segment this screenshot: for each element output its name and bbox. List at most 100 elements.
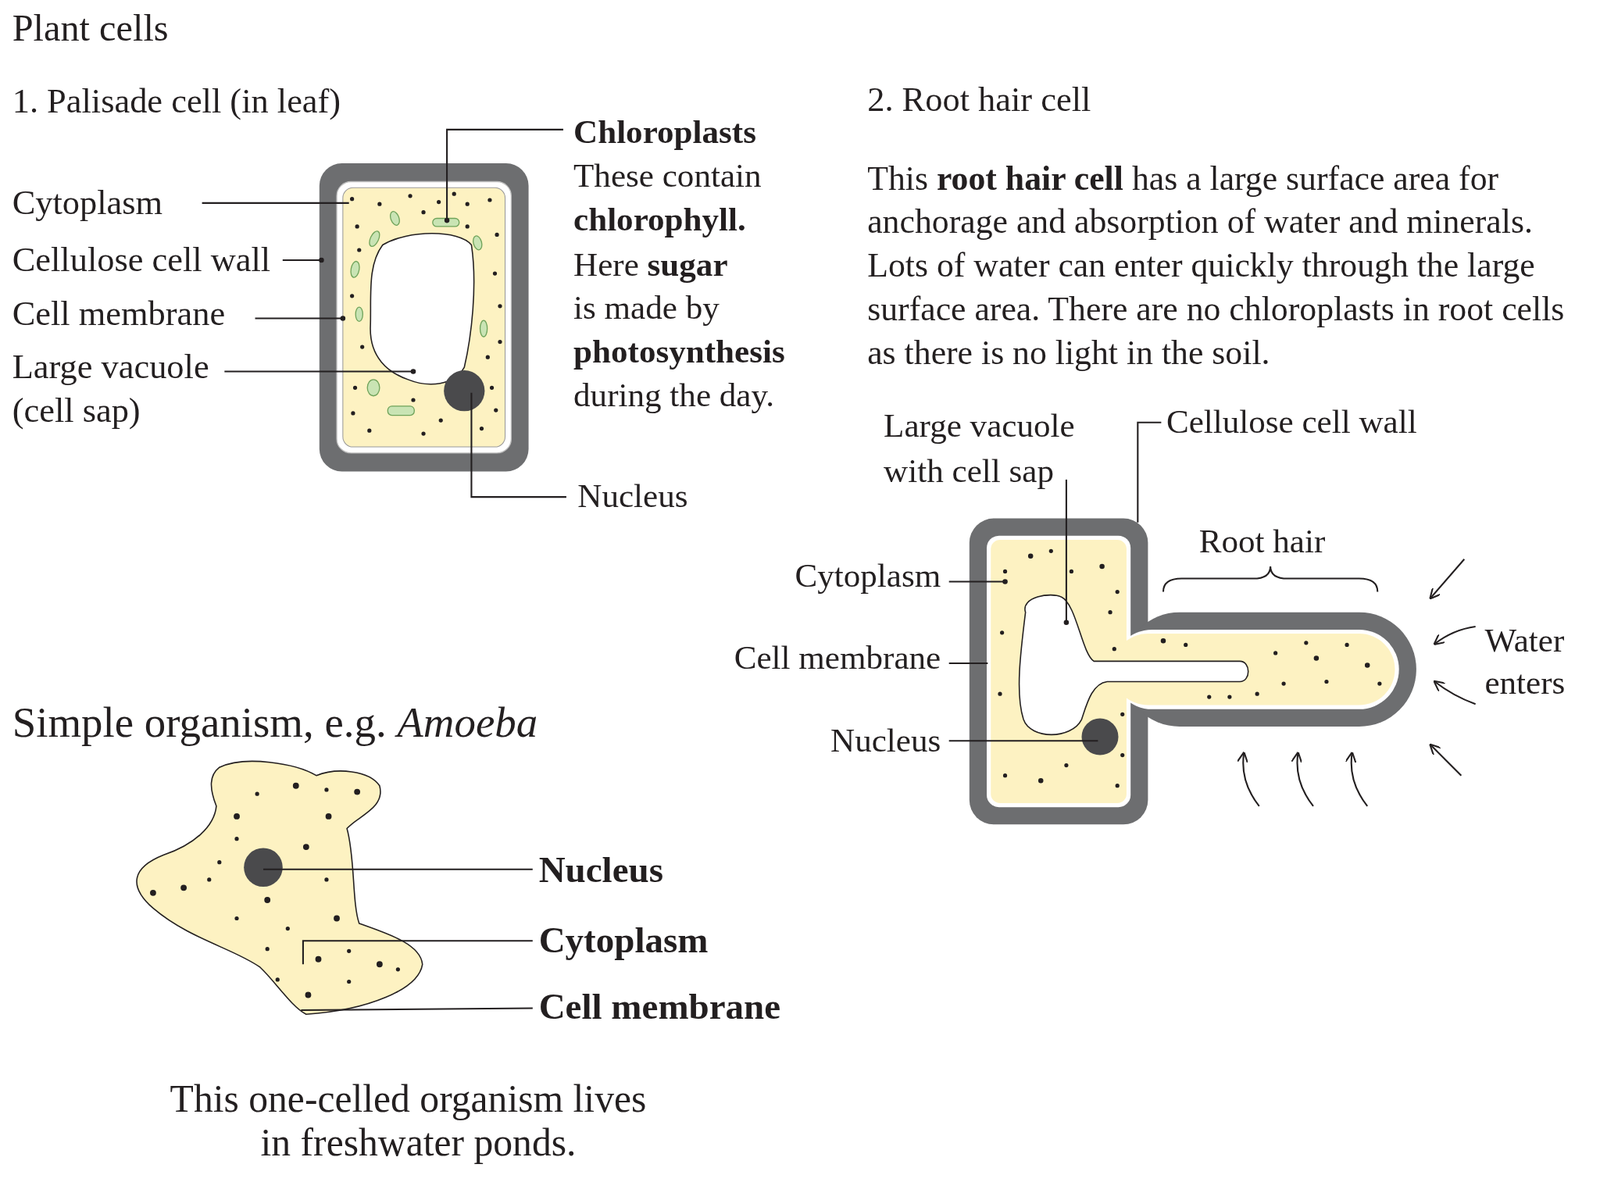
text-label: Nucleus [539,849,664,890]
leader-dots [1002,578,1069,625]
water-arrows [1242,559,1475,807]
leader-dot [410,368,417,375]
text-line: Cellulose cell wall [1166,402,1418,443]
text-label: This [867,159,929,197]
text-line: with cell sap [883,451,1054,493]
text-label: surface area. There are no chloroplasts … [867,289,1565,328]
text-label: during the day. [573,376,775,414]
chloroplast [471,235,484,251]
chloroplast [480,320,488,337]
text-line: chlorophyll. [573,200,747,241]
chloroplast [388,210,401,227]
leader-line [255,317,343,319]
chloroplast [367,379,380,397]
leader-line [224,370,414,372]
text-line: Plant cells [12,6,169,52]
text-line: These contain [573,156,762,197]
text-label: chlorophyll. [573,201,747,239]
text-label: Simple organism, e.g. [12,698,387,746]
chloroplast [367,229,382,248]
leader-line [446,129,564,221]
text-line: Simple organism, e.g. Amoeba [12,696,538,749]
water-arrow [1296,753,1314,807]
page-title: Plant cells [12,7,169,50]
text-line: Cellulose cell wall [12,239,272,281]
chloroplast [387,406,415,416]
text-label: Nucleus [830,721,941,759]
text-line: Cell membrane [539,985,781,1029]
nucleus [1081,718,1118,756]
text-label: Cell membrane [734,639,942,676]
text-line: as there is no light in the soil. [867,332,1270,374]
leader-line [1137,422,1161,523]
text-label: Cytoplasm [794,557,941,594]
text-line: photosynthesis [573,332,786,373]
chloroplasts [350,210,488,415]
text-label: is made by [573,289,720,326]
leader-dot [1002,578,1008,585]
text-label: Root hair [1199,522,1326,560]
text-line: Chloroplasts [573,112,757,154]
leader-line [303,940,533,965]
cytoplasm-granules [350,192,503,436]
text-line: Large vacuole [12,346,210,389]
text-label: Large vacuole [883,407,1075,444]
leader-line [263,868,533,871]
text-label: as there is no light in the soil. [867,333,1270,372]
leader-line [300,1007,533,1011]
amoeba-body [136,760,423,1015]
text-label: Cell membrane [12,294,226,333]
text-label: Cytoplasm [12,183,163,222]
text-line: This root hair cell has a large surface … [867,157,1499,199]
text-line: during the day. [573,375,775,417]
chloroplast [350,260,361,279]
text-line: Nucleus [577,476,688,518]
leader-dot [318,257,325,264]
text-label: Nucleus [577,478,688,515]
text-label: with cell sap [883,452,1054,490]
text-line: Water [1484,620,1565,661]
text-label: Cytoplasm [539,919,709,961]
leader-dot [340,315,347,322]
leader-lines [202,129,567,497]
text-line: Here sugar [573,245,729,286]
text-label: Large vacuole [12,347,210,386]
text-label: Cellulose cell wall [1166,403,1418,440]
text-label: anchorage and absorption of water and mi… [867,201,1533,240]
cytoplasm-granules [150,782,400,999]
text-label: Chloroplasts [573,113,757,150]
text-line: This one-celled organism lives [0,1075,919,1123]
text-line: Cytoplasm [539,918,709,963]
text-label: Here [573,246,640,283]
cell-wall [319,163,529,472]
text-line: Lots of water can enter quickly through … [867,244,1536,286]
water-arrow [1242,753,1260,807]
water-arrow [1434,681,1475,704]
cytoplasm-granules [997,549,1382,789]
text-label: sugar [647,246,729,283]
leader-line [949,662,989,665]
text-line: Large vacuole [883,406,1075,447]
leader-lines [263,869,533,1011]
leader-dot [444,217,450,224]
text-line: in freshwater ponds. [0,1119,929,1167]
text-label: (cell sap) [12,391,141,429]
leader-dots [318,217,450,375]
text-label: photosynthesis [573,332,786,370]
water-arrow [1430,744,1461,775]
text-line: is made by [573,288,720,329]
leader-dot [1064,619,1070,625]
leader-line [202,202,350,204]
cytoplasm [342,187,506,447]
text-line: 2. Root hair cell [867,78,1091,121]
leader-line [949,580,1006,583]
nucleus [243,847,283,887]
text-line: (cell sap) [12,390,141,433]
text-label: These contain [573,157,762,194]
text-line: surface area. There are no chloroplasts … [867,289,1565,330]
vacuole [370,233,475,385]
cell-membrane [336,181,511,453]
chloroplast [355,307,363,322]
text-line: Cytoplasm [794,556,941,597]
